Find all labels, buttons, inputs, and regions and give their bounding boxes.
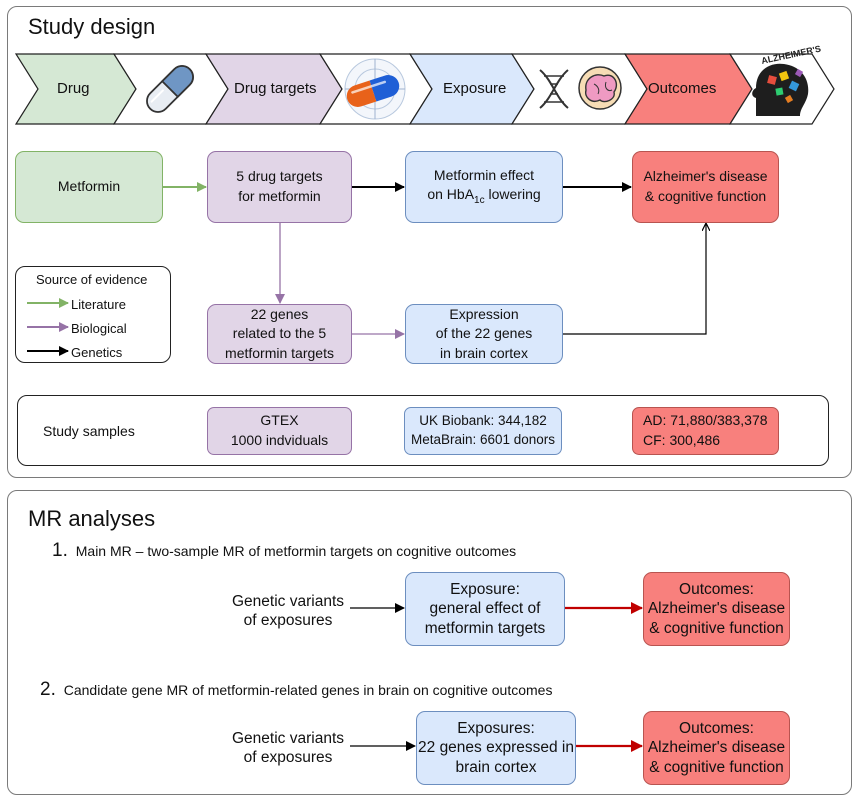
mr2-outcome-box: Outcomes: Alzheimer's disease & cognitiv… [643,711,790,785]
mr2-exposure-line1: Exposures: [457,719,535,737]
mr2-outcome-line1: Outcomes: [679,719,754,737]
mr2-input-line2: of exposures [243,749,333,767]
effect-prefix: on HbA [427,186,475,203]
arrow-expression-to-outcome [563,224,706,335]
expression-line3: in brain cortex [440,344,528,361]
ukbiobank-box: UK Biobank: 344,182 MetaBrain: 6601 dono… [404,407,562,455]
mr2-input-line1: Genetic variants [232,730,344,747]
stage-label-drug: Drug [57,80,90,97]
expression-line1: Expression [449,305,519,322]
effect-line1: Metformin effect [433,166,535,183]
drug-targets-box: 5 drug targets for metformin [207,151,352,223]
mr1-outcome-line2: Alzheimer's disease [647,600,786,618]
gtex-line1: GTEX [260,412,299,429]
study-samples-label: Study samples [43,423,135,439]
outcome-box: Alzheimer's disease & cognitive function [632,151,779,223]
mr-section2-text: Candidate gene MR of metformin-related g… [63,682,553,698]
outcome-line2: & cognitive function [644,188,767,204]
study-design-title: Study design [28,14,156,39]
genes-line3: metformin targets [225,344,334,361]
mr1-input-line2: of exposures [243,612,333,630]
dna-brain-icon [539,66,622,110]
mr1-outcome-line1: Outcomes: [679,580,754,598]
genes-box: 22 genes related to the 5 metformin targ… [207,304,352,364]
gtex-box: GTEX 1000 indviduals [207,407,352,455]
mr1-outcome-line3: & cognitive function [649,619,784,637]
outcome-line1: Alzheimer's disease [643,168,768,185]
mr1-exposure-line2: general effect of [429,600,541,618]
expression-box: Expression of the 22 genes in brain cort… [405,304,563,364]
mr1-input-text: Genetic variants of exposures [222,592,354,631]
mr2-exposure-box: Exposures: 22 genes expressed in brain c… [416,711,576,785]
mr-section1-text: Main MR – two-sample MR of metformin tar… [75,543,517,559]
drug-targets-line1: 5 drug targets [236,168,323,185]
mr-section1-heading: 1. Main MR – two-sample MR of metformin … [52,540,516,562]
targeted-capsule-icon [344,58,406,120]
legend-literature: Literature [71,297,126,312]
ukb-line1: UK Biobank: 344,182 [419,413,547,429]
genes-line1: 22 genes [250,305,309,322]
evidence-legend [15,266,171,363]
mr1-exposure-line3: metformin targets [424,619,546,637]
outcome-samples-box: AD: 71,880/383,378 CF: 300,486 [632,407,779,455]
mr2-outcome-line2: Alzheimer's disease [647,739,786,757]
legend-title: Source of evidence [36,272,148,287]
metformin-box: Metformin [15,151,163,223]
outcome-samples-line2: CF: 300,486 [643,432,721,448]
mr1-input-line1: Genetic variants [232,593,344,610]
effect-line2: on HbA1c lowering [427,185,540,208]
stage-label-drug-targets: Drug targets [234,80,317,97]
mr-section2-heading: 2. Candidate gene MR of metformin-relate… [40,679,552,701]
mr1-exposure-box: Exposure: general effect of metformin ta… [405,572,565,646]
effect-subscript: 1c [474,195,485,207]
legend-genetics: Genetics [71,345,123,360]
mr-analyses-title: MR analyses [28,506,156,531]
genes-line2: related to the 5 [232,325,327,342]
expression-line2: of the 22 genes [435,325,533,342]
mr-section2-number: 2. [40,679,56,700]
outcome-samples-line1: AD: 71,880/383,378 [643,412,768,429]
mr1-outcome-box: Outcomes: Alzheimer's disease & cognitiv… [643,572,790,646]
metformin-effect-box: Metformin effect on HbA1c lowering [405,151,563,223]
pill-capsule-icon [146,65,194,113]
drug-targets-line2: for metformin [238,188,321,204]
mr-section1-number: 1. [52,540,68,561]
mr1-exposure-line1: Exposure: [450,580,520,598]
gtex-line2: 1000 indviduals [230,432,329,448]
stage-label-exposure: Exposure [443,80,507,97]
stage-label-outcomes: Outcomes [648,80,717,97]
metformin-label: Metformin [57,178,121,195]
mr2-input-text: Genetic variants of exposures [222,729,354,768]
legend-biological: Biological [71,321,127,336]
mr2-exposure-line2: 22 genes expressed in [418,739,574,757]
mr2-outcome-line3: & cognitive function [649,758,784,776]
mr2-exposure-line3: brain cortex [455,758,537,776]
ukb-line2: MetaBrain: 6601 donors [410,432,556,447]
effect-suffix: lowering [484,186,541,203]
